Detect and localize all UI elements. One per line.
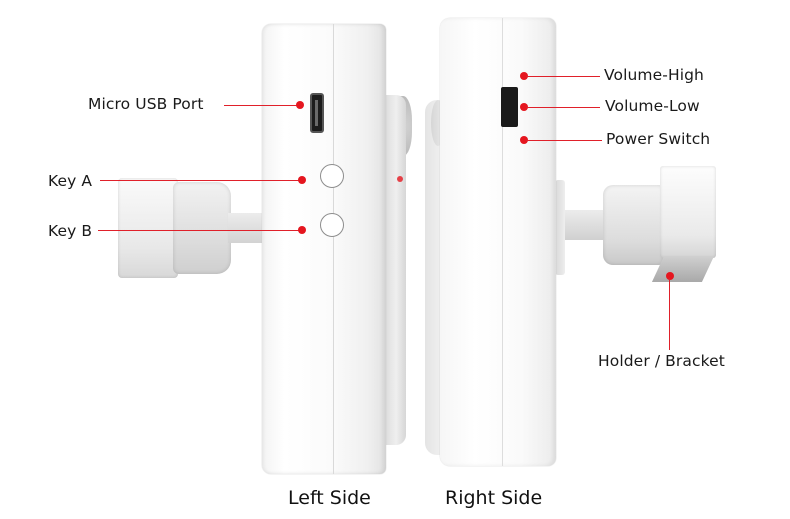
callout-key-a-label: Key A: [48, 172, 93, 190]
callout-volume-low-line: [526, 107, 600, 108]
callout-micro-usb-line: [224, 105, 298, 106]
caption-left-side: Left Side: [288, 487, 371, 509]
right-bracket-mount-block: [660, 166, 716, 258]
left-bracket-stem: [228, 213, 268, 243]
callout-micro-usb-dot: [296, 101, 304, 109]
left-bracket-mount-block: [118, 178, 178, 278]
caption-right-side: Right Side: [445, 487, 543, 509]
callout-key-b-label: Key B: [48, 222, 93, 240]
device-seam-line: [333, 24, 334, 474]
callout-power-switch-dot: [520, 136, 528, 144]
indicator-dot: [397, 176, 403, 182]
left-bracket-collar: [173, 182, 231, 274]
volume-power-switch-icon: [501, 87, 518, 127]
callout-key-a-line: [100, 180, 300, 181]
right-bracket-foot: [651, 256, 715, 282]
right-bracket-plate: [555, 180, 565, 275]
right-bracket-stem: [565, 210, 607, 240]
device-rear-housing: [386, 95, 406, 445]
callout-micro-usb-label: Micro USB Port: [88, 95, 204, 113]
callout-volume-high-line: [526, 76, 600, 77]
right-bracket-collar: [603, 185, 663, 265]
callout-volume-high-label: Volume-High: [604, 66, 704, 84]
device-left-side-body: [262, 24, 386, 474]
callout-volume-high-dot: [520, 72, 528, 80]
callout-power-switch-label: Power Switch: [606, 130, 711, 148]
callout-volume-low-label: Volume-Low: [605, 97, 700, 115]
key-b-button-icon: [320, 213, 344, 237]
callout-holder-line: [669, 278, 670, 350]
callout-key-b-line: [98, 230, 300, 231]
device-seam-line-right: [502, 18, 503, 466]
callout-power-switch-line: [526, 140, 602, 141]
callout-holder-label: Holder / Bracket: [598, 352, 725, 370]
device-right-side-body: [440, 18, 556, 466]
key-a-button-icon: [320, 164, 344, 188]
callout-holder-dot: [666, 272, 674, 280]
micro-usb-port-contact: [315, 100, 318, 126]
callout-key-a-dot: [298, 176, 306, 184]
callout-volume-low-dot: [520, 103, 528, 111]
callout-key-b-dot: [298, 226, 306, 234]
